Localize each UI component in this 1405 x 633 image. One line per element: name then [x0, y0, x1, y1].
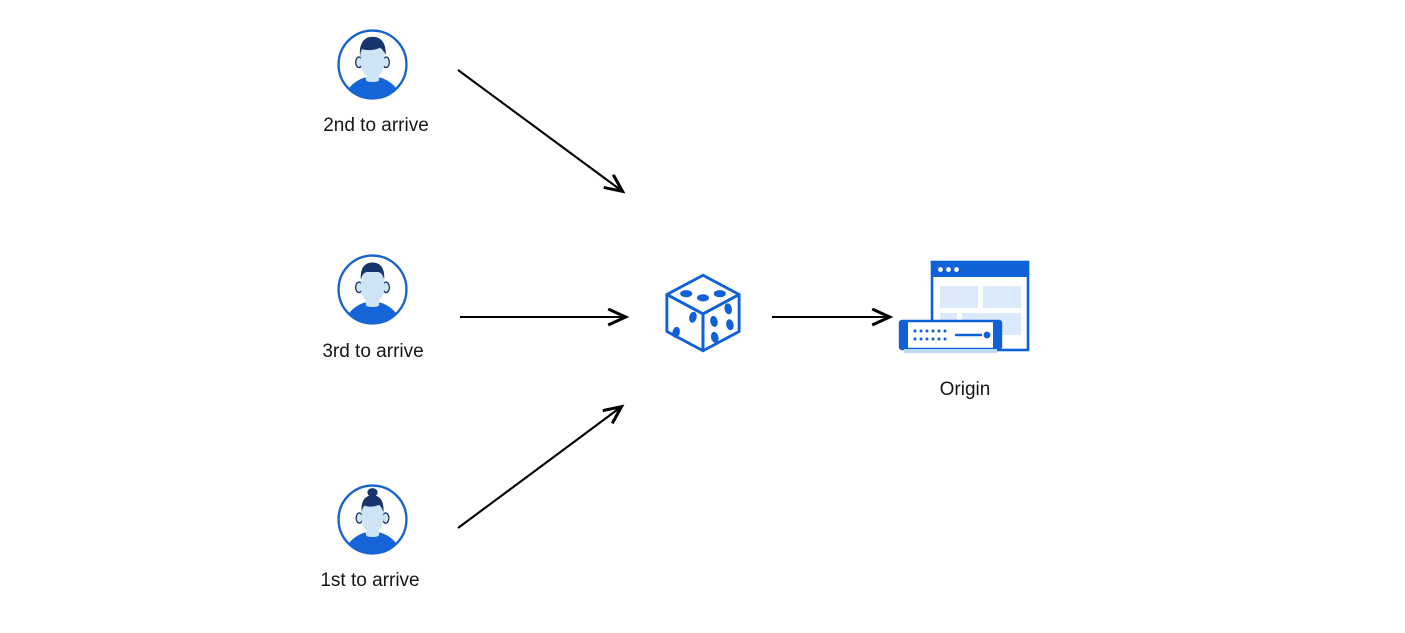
dice-pips-top	[680, 290, 726, 302]
server-ports	[913, 329, 947, 341]
node-visitor-2nd[interactable]	[336, 28, 409, 106]
node-randomizer[interactable]	[661, 271, 745, 360]
dice-pips-right	[710, 303, 734, 343]
user-avatar-icon	[337, 484, 408, 555]
node-label-origin: Origin	[939, 379, 991, 400]
server-led	[983, 331, 991, 339]
user-avatar-icon	[337, 29, 408, 100]
dice-icon	[665, 273, 741, 353]
origin-server-icon	[898, 260, 1030, 353]
node-visitor-1st[interactable]	[336, 483, 409, 561]
dice-pips-left	[672, 311, 697, 338]
arrow-1st-to-dice	[457, 407, 621, 529]
node-label-visitor-3rd: 3rd to arrive	[322, 341, 424, 362]
node-label-visitor-2nd: 2nd to arrive	[323, 115, 429, 136]
node-visitor-3rd[interactable]	[336, 253, 409, 331]
node-label-visitor-1st: 1st to arrive	[320, 570, 420, 591]
node-origin[interactable]	[893, 258, 1035, 368]
server-device-icon	[898, 319, 1003, 353]
user-avatar-icon	[337, 254, 408, 325]
